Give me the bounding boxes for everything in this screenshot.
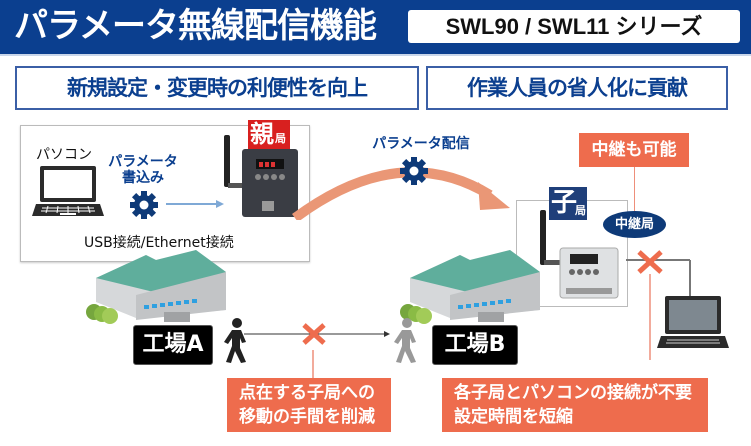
callout-left-line2: 移動の手間を削減 (239, 407, 375, 427)
walking-person-icon (394, 318, 416, 363)
factory-a-icon (86, 250, 226, 324)
factory-b-label: 工場B (432, 325, 518, 365)
relay-connection-lines (626, 259, 691, 360)
benefit-convenience: 新規設定・変更時の利便性を向上 (15, 66, 419, 110)
child-device-icon (540, 210, 619, 299)
page-title: パラメータ無線配信機能 (14, 6, 377, 46)
parent-station-badge: 親 局 (248, 120, 290, 149)
child-badge-sub: 局 (575, 204, 586, 217)
parent-badge-main: 親 (250, 120, 274, 148)
cross-icon (637, 250, 663, 274)
gear-icon (400, 157, 428, 185)
laptop-icon (657, 296, 729, 348)
cross-icon (302, 323, 326, 345)
gear-icon (130, 191, 158, 219)
laptop-icon (32, 166, 104, 216)
child-station-badge: 子 局 (549, 187, 587, 220)
benefit-labor-saving: 作業人員の省人化に貢献 (426, 66, 728, 110)
distribution-arrow (292, 167, 510, 220)
callout-time-reduction: 各子局とパソコンの接続が不要 設定時間を短縮 (442, 378, 708, 432)
param-write-label-2: 書込み (122, 170, 164, 186)
walking-person-icon (224, 318, 246, 363)
pc-label: パソコン (36, 147, 92, 163)
header-banner: パラメータ無線配信機能 SWL90 / SWL11 シリーズ (0, 0, 751, 54)
relay-callout: 中継も可能 (579, 133, 689, 167)
write-arrow (166, 200, 224, 208)
child-badge-main: 子 (551, 188, 578, 218)
relay-station-oval: 中継局 (603, 211, 666, 238)
callout-right-line1: 各子局とパソコンの接続が不要 (454, 383, 692, 403)
callout-travel-reduction: 点在する子局への 移動の手間を削減 (227, 378, 391, 432)
factory-a-label: 工場A (133, 325, 213, 365)
header-divider (0, 54, 751, 56)
param-write-label-1: パラメータ (108, 154, 178, 170)
callout-right-line2: 設定時間を短縮 (454, 407, 573, 427)
connection-label: USB接続/Ethernet接続 (84, 235, 234, 251)
parent-device-icon (224, 135, 298, 217)
relay-connector (634, 167, 635, 211)
series-badge: SWL90 / SWL11 シリーズ (408, 10, 740, 43)
callout-left-line1: 点在する子局への (239, 383, 375, 403)
factory-b-icon (400, 250, 540, 324)
series-label: SWL90 / SWL11 シリーズ (445, 14, 703, 39)
parent-badge-sub: 局 (275, 132, 286, 145)
distribution-label: パラメータ配信 (372, 136, 470, 152)
